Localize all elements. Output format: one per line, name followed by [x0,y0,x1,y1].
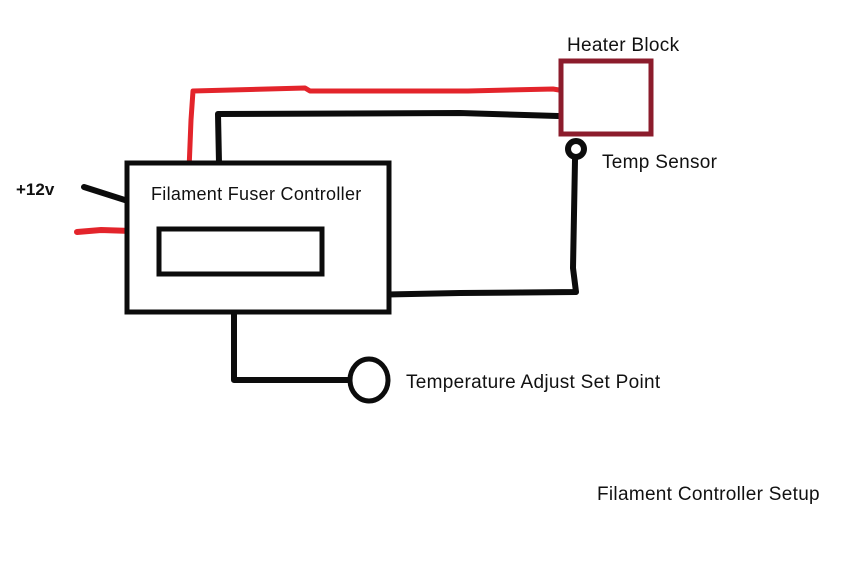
black-wire-controller-to-heater [215,110,563,167]
red-wire-controller-to-heater [186,85,562,173]
temp-sensor-wire [358,156,579,299]
controller-display [156,226,325,277]
heater-block-label: Heater Block [567,35,680,56]
diagram-caption: Filament Controller Setup [597,484,820,505]
heater-block-box [558,58,654,137]
set-point-knob-icon [347,356,391,404]
set-point-wire [231,308,353,383]
controller-label: Filament Fuser Controller [151,184,362,204]
set-point-label: Temperature Adjust Set Point [406,372,661,393]
power-red-stub-wire [74,226,133,235]
power-black-stub-wire [81,184,131,204]
power-label: +12v [16,180,55,199]
temp-sensor-icon [565,138,587,160]
temp-sensor-label: Temp Sensor [602,152,718,173]
